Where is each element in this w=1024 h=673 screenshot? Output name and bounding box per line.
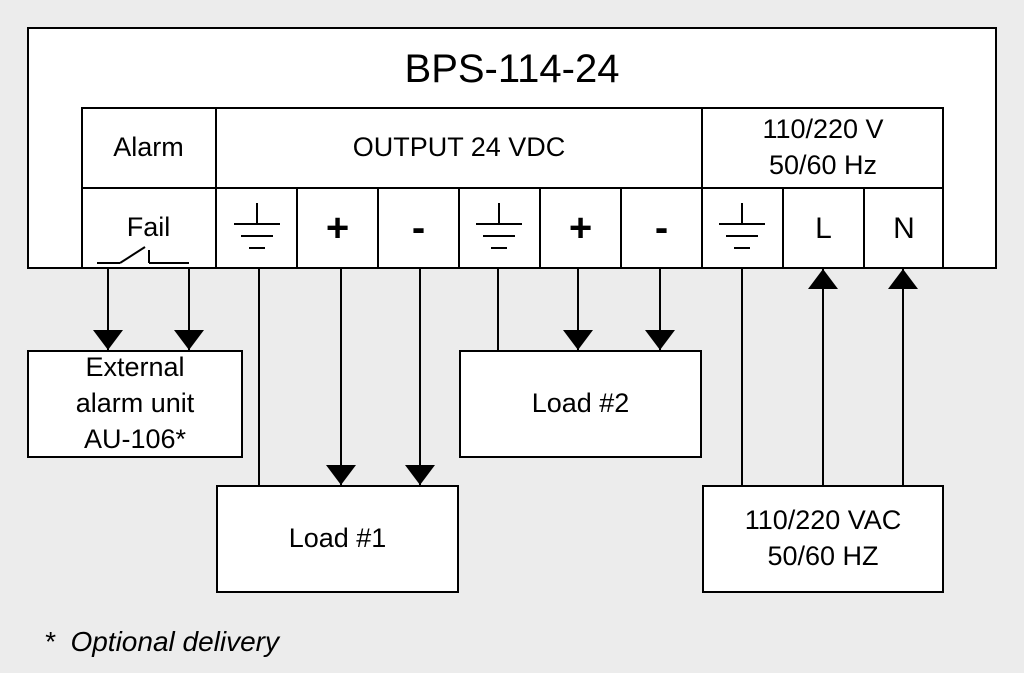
load-1-label: Load #1 bbox=[288, 523, 387, 554]
mains-supply-label: 110/220 VAC 50/60 HZ bbox=[744, 505, 902, 571]
alarm-section-label: Alarm bbox=[113, 131, 184, 162]
minus-terminal-1: - bbox=[411, 205, 426, 250]
ground-icon bbox=[234, 203, 280, 249]
load-1-box bbox=[216, 485, 459, 593]
neutral-terminal: N bbox=[893, 211, 915, 245]
load-2-box bbox=[459, 350, 702, 458]
mains-supply-box bbox=[702, 485, 944, 593]
ground-icon bbox=[476, 203, 522, 249]
fail-contact-label: Fail bbox=[126, 212, 171, 243]
line-terminal: L bbox=[815, 211, 832, 245]
output-section-label: OUTPUT 24 VDC bbox=[352, 131, 566, 162]
ground-icon bbox=[719, 203, 765, 249]
mains-section-label: 110/220 V 50/60 Hz bbox=[762, 113, 884, 180]
external-alarm-unit-label: External alarm unit AU-106* bbox=[75, 352, 195, 454]
plus-terminal-1: + bbox=[325, 205, 350, 250]
device-body bbox=[27, 27, 997, 269]
footnote: * Optional delivery bbox=[44, 626, 280, 657]
minus-terminal-2: - bbox=[654, 205, 669, 250]
device-title: BPS-114-24 bbox=[404, 47, 620, 92]
external-alarm-unit-box bbox=[27, 350, 243, 458]
load-2-label: Load #2 bbox=[531, 388, 630, 419]
relay-contact-icon bbox=[97, 246, 189, 264]
plus-terminal-2: + bbox=[568, 205, 593, 250]
